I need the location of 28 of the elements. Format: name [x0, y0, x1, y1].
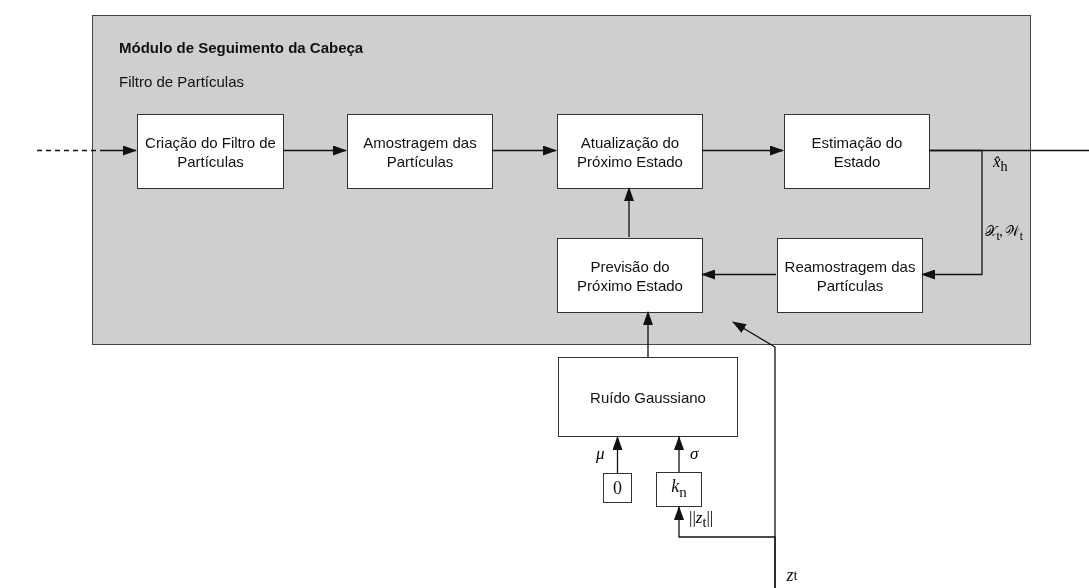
arrow: [643, 311, 653, 358]
edge-label: x̂$_{h}$: [993, 152, 1008, 177]
arrow: [701, 269, 777, 280]
edge-label: μ: [596, 444, 605, 464]
parameter-box: k$_{n}$: [656, 472, 702, 507]
edge-label: 𝒳$_{t}$, 𝒲$_{t}$: [985, 223, 1023, 245]
arrow: [491, 145, 557, 156]
arrow: [36, 145, 137, 156]
module-panel: [92, 15, 1031, 345]
process-box: Previsão do Próximo Estado: [557, 238, 703, 313]
process-box: Atualização do Próximo Estado: [557, 114, 703, 189]
arrow: [674, 436, 684, 473]
arrow: [701, 145, 784, 156]
edge-label: ||z$_{t}$||: [689, 508, 714, 533]
process-box: Estimação do Estado: [784, 114, 930, 189]
arrow: [612, 436, 623, 474]
arrow: [282, 145, 347, 156]
arrow: [674, 506, 776, 588]
parameter-box: 0: [603, 473, 632, 503]
arrow: [921, 149, 983, 280]
arrow: [624, 187, 634, 238]
edge-label: σ: [690, 444, 699, 464]
process-box: Amostragem das Partículas: [347, 114, 493, 189]
module-title: Módulo de Seguimento da Cabeça: [119, 38, 364, 57]
process-box: Criação do Filtro de Partículas: [137, 114, 284, 189]
module-subtitle: Filtro de Partículas: [119, 72, 245, 91]
process-box: Ruído Gaussiano: [558, 357, 738, 437]
process-box: Reamostragem das Partículas: [777, 238, 923, 313]
